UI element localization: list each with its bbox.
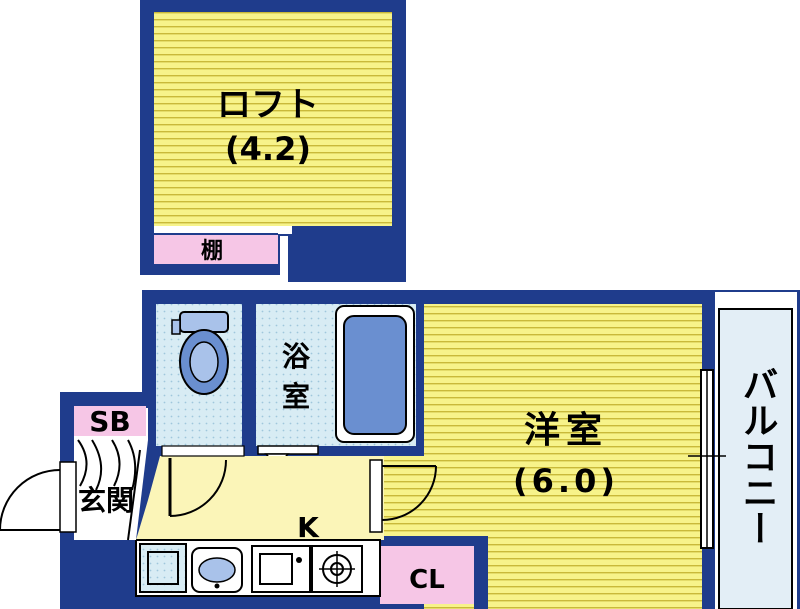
closet bbox=[380, 546, 474, 604]
shelf-label: 棚 bbox=[201, 239, 223, 264]
shelf bbox=[154, 234, 278, 264]
loft-name-label: ロフト bbox=[217, 85, 319, 125]
western-room-name-label: 洋室 bbox=[524, 410, 608, 451]
kitchen-label: K bbox=[297, 511, 320, 544]
refrigerator-space-icon bbox=[139, 543, 187, 593]
entrance-door bbox=[0, 461, 77, 533]
entrance: SB 玄関 bbox=[0, 405, 148, 541]
stove-icon bbox=[311, 545, 363, 593]
toilet-door bbox=[161, 445, 245, 517]
bath-label-line1: 浴 bbox=[282, 340, 311, 373]
toilet-icon bbox=[171, 311, 229, 395]
toilet-room bbox=[156, 304, 242, 446]
entrance-curtain bbox=[77, 439, 137, 491]
loft-area: ロフト (4.2) 棚 bbox=[140, 0, 406, 282]
balcony: バルコニー bbox=[712, 290, 800, 609]
western-room-door bbox=[369, 459, 437, 533]
loft-size-label: (4.2) bbox=[225, 130, 311, 168]
western-room: CL 洋室 (6.0) bbox=[380, 304, 726, 609]
closet-label: CL bbox=[409, 565, 445, 595]
shoe-box-label: SB bbox=[89, 405, 131, 438]
entrance-label: 玄関 bbox=[78, 484, 134, 517]
bathtub-icon bbox=[335, 305, 415, 443]
balcony-label: バルコニー bbox=[737, 366, 778, 546]
shoe-box bbox=[74, 406, 146, 436]
washbasin-icon bbox=[191, 547, 243, 593]
kitchen-area: K bbox=[135, 445, 437, 597]
sink-icon bbox=[251, 545, 311, 593]
bathroom: 浴 室 bbox=[256, 304, 416, 468]
bath-label-line2: 室 bbox=[282, 380, 310, 413]
western-room-size-label: (6.0) bbox=[513, 462, 619, 500]
